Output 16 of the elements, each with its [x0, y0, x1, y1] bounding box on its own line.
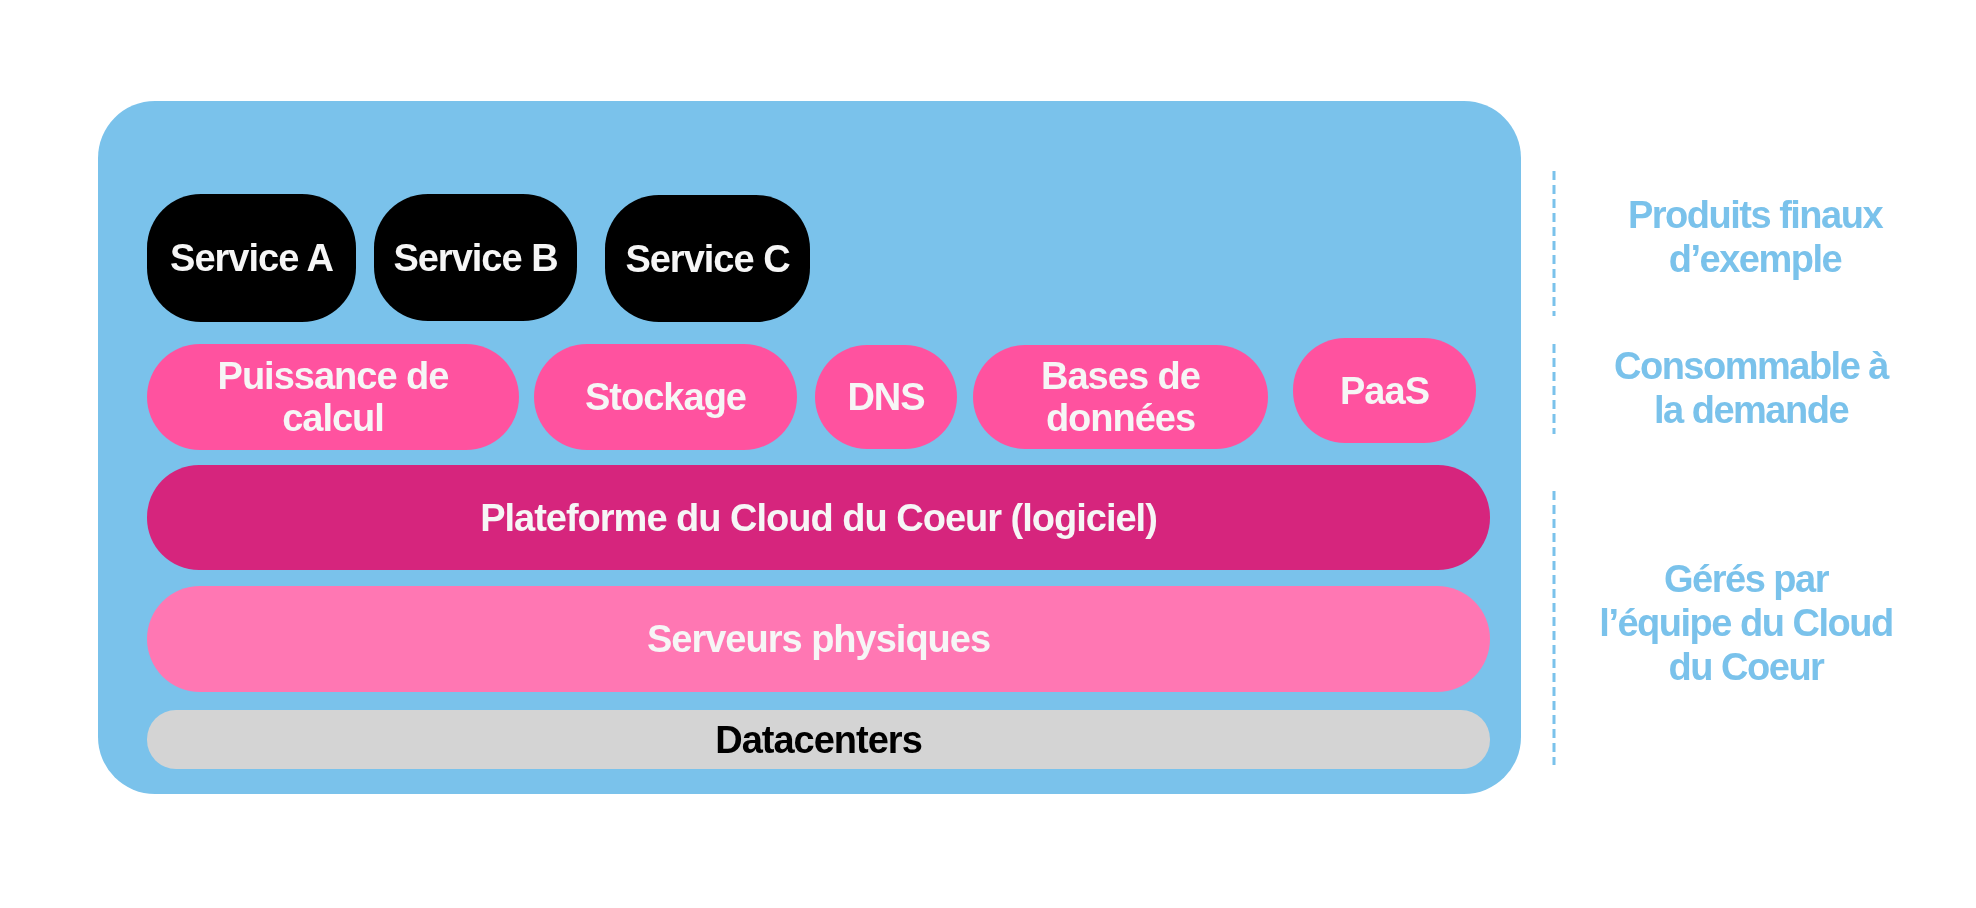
offering-label: Puissance de calcul	[216, 355, 450, 439]
layer-group-label: Produits finaux d’exemple	[1626, 193, 1884, 281]
layer-group-label: Consommable à la demande	[1613, 344, 1890, 432]
service-label: Service B	[393, 236, 558, 279]
layer-label: Serveurs physiques	[646, 618, 991, 660]
layer-label: Plateforme du Cloud du Coeur (logiciel)	[480, 496, 1157, 539]
platform-panel	[98, 101, 1521, 794]
service-label: Service C	[625, 237, 790, 280]
layer-label: Datacenters	[715, 718, 922, 761]
offering-label: PaaS	[1340, 369, 1429, 412]
service-label: Service A	[170, 237, 333, 279]
offering-label: Stockage	[585, 376, 746, 418]
layer-bar	[147, 710, 1490, 769]
offering-label: DNS	[847, 376, 925, 418]
layer-group-label: Gérés par l’équipe du Cloud du Coeur	[1598, 557, 1894, 689]
offering-label: Bases de données	[1040, 355, 1201, 439]
